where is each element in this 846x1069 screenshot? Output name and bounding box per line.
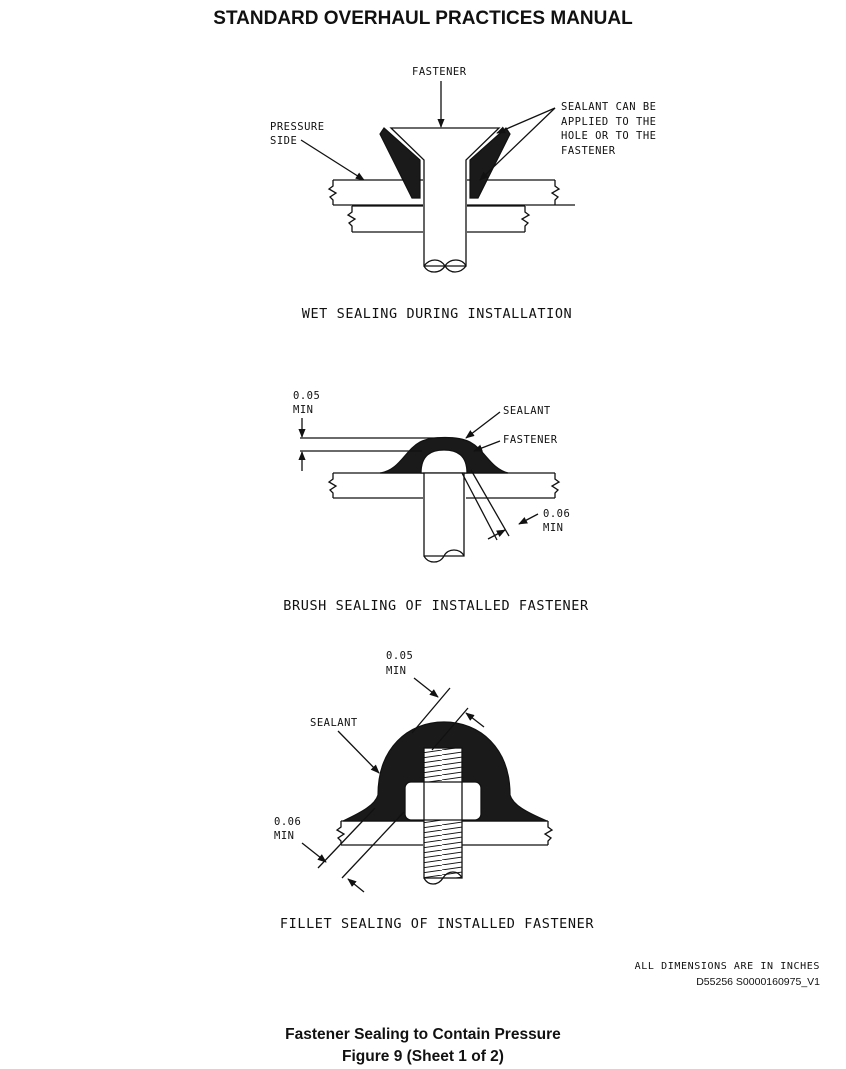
- label-dim-top-unit: MIN: [386, 665, 406, 677]
- nut: [404, 781, 482, 821]
- label-pressure-side-1: PRESSURE: [270, 121, 325, 133]
- caption-fillet-sealing: FILLET SEALING OF INSTALLED FASTENER: [280, 916, 594, 932]
- label-dim-side-value: 0.06: [543, 508, 570, 520]
- dimensions-note: ALL DIMENSIONS ARE IN INCHES: [634, 961, 820, 972]
- figure-number: Figure 9 (Sheet 1 of 2): [342, 1048, 504, 1065]
- label-dim-side-unit: MIN: [274, 830, 294, 842]
- label-dim-top-value: 0.05: [293, 390, 320, 402]
- label-sealant-note-2: APPLIED TO THE: [561, 116, 657, 128]
- caption-wet-sealing: WET SEALING DURING INSTALLATION: [302, 306, 573, 322]
- label-fastener: FASTENER: [412, 66, 467, 78]
- label-dim-top-value: 0.05: [386, 650, 413, 662]
- label-fastener: FASTENER: [503, 434, 558, 446]
- label-sealant-note-4: FASTENER: [561, 145, 616, 157]
- label-dim-side-unit: MIN: [543, 522, 563, 534]
- figure-title: Fastener Sealing to Contain Pressure: [285, 1026, 561, 1043]
- page-header: STANDARD OVERHAUL PRACTICES MANUAL: [213, 8, 633, 29]
- label-dim-top-unit: MIN: [293, 404, 313, 416]
- label-sealant-note-1: SEALANT CAN BE: [561, 101, 657, 113]
- wet-sealing-figure: FASTENER PRESSURE SIDE SEALANT CAN BE AP…: [270, 66, 657, 322]
- label-sealant: SEALANT: [310, 717, 358, 729]
- drawing-id: D55256 S0000160975_V1: [696, 976, 820, 988]
- label-sealant-note-3: HOLE OR TO THE: [561, 130, 657, 142]
- label-dim-side-value: 0.06: [274, 816, 301, 828]
- label-sealant: SEALANT: [503, 405, 551, 417]
- brush-sealing-figure: 0.05 MIN SEALANT FASTENER 0.06 MIN BRUSH…: [283, 390, 589, 614]
- caption-brush-sealing: BRUSH SEALING OF INSTALLED FASTENER: [283, 598, 589, 614]
- label-pressure-side-2: SIDE: [270, 135, 297, 147]
- fillet-sealing-figure: 0.05 MIN SEALANT 0.06 MIN FILLET SEALING…: [274, 650, 594, 932]
